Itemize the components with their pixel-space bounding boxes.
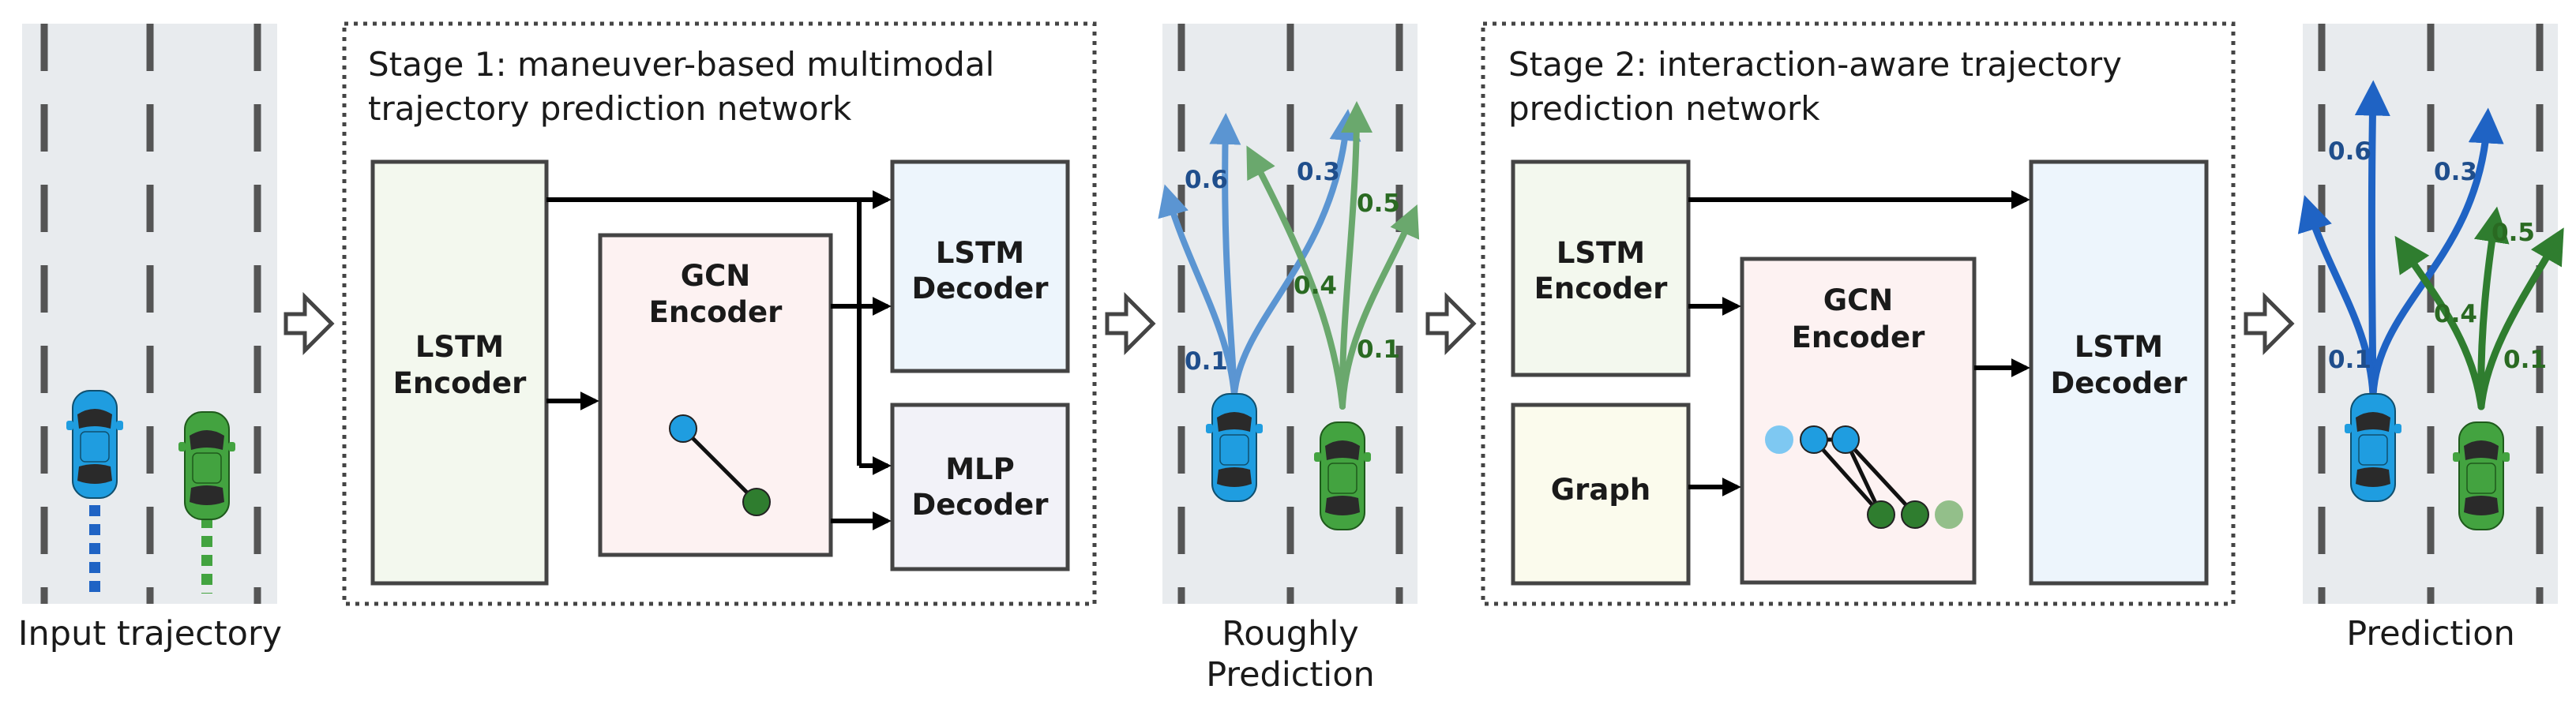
stage1-lstm-decoder-label: Decoder <box>912 272 1050 305</box>
blue-car-icon <box>2344 393 2402 502</box>
stage2-frame <box>1481 21 2236 606</box>
graph-node-green <box>1935 500 1963 529</box>
road-panel-rough: 0.6 0.3 0.1 0.5 0.4 0.1 <box>1158 24 1420 604</box>
prob-label-blue: 0.1 <box>2328 346 2371 374</box>
stage1-lstm-encoder-box <box>370 159 549 586</box>
stage1-mlp-decoder-box <box>890 403 1070 571</box>
stage2-lstm-decoder-box <box>2029 159 2209 586</box>
road-panel-prediction: 0.6 0.3 0.1 0.5 0.4 0.1 <box>2297 24 2564 604</box>
rough-trajectories <box>1158 101 1420 410</box>
stage1-lstm-decoder-box <box>890 159 1070 373</box>
prob-label-blue: 0.3 <box>1297 158 1340 186</box>
prob-label-green: 0.5 <box>1357 189 1400 218</box>
flow-arrow-icon <box>286 297 332 350</box>
stage2-connectors <box>1688 190 2030 496</box>
prob-label-blue: 0.6 <box>1185 166 1228 194</box>
blue-final-trajectory <box>2369 107 2504 399</box>
flow-arrow-icon <box>1428 297 1474 350</box>
prob-label-blue: 0.6 <box>2328 137 2371 166</box>
road-panel-input <box>22 24 277 604</box>
graph-node-blue <box>669 414 697 443</box>
graph-node-green <box>1901 500 1929 529</box>
stage1-title-line1: Stage 1: maneuver-based multimodal <box>368 45 994 84</box>
blue-car-icon <box>66 390 124 499</box>
prob-label-blue: 0.3 <box>2434 158 2477 186</box>
caption-input: Input trajectory <box>18 614 282 654</box>
flow-arrow-icon <box>1107 297 1153 350</box>
stage1-gcn-encoder-label: GCN <box>681 259 751 293</box>
prob-label-green: 0.1 <box>1357 335 1400 364</box>
green-car-icon <box>178 411 236 520</box>
flow-arrow-icon <box>2246 297 2292 350</box>
green-final-trajectory <box>2477 227 2564 410</box>
graph-edge <box>682 427 758 504</box>
stage2-gcn-encoder-label: GCN <box>1823 283 1894 317</box>
stage1-lstm-decoder-label: LSTM <box>936 236 1024 270</box>
stage1-lstm-encoder-label: Encoder <box>393 366 528 400</box>
stage2-gcn-encoder-label: Encoder <box>1792 320 1926 354</box>
stage1-panel: Stage 1: maneuver-based multimodal traje… <box>342 21 1097 606</box>
green-final-trajectory <box>2473 206 2510 410</box>
blue-final-trajectory <box>2297 195 2377 399</box>
graph-node-green <box>742 488 771 516</box>
blue-rough-trajectory <box>1231 109 1361 398</box>
stage2-lstm-decoder-label: LSTM <box>2075 330 2163 364</box>
prob-label-green: 0.1 <box>2503 346 2547 374</box>
caption-rough-line1: Roughly <box>1222 614 1358 654</box>
stage1-mlp-decoder-label: Decoder <box>912 488 1050 522</box>
stage1-lstm-encoder-label: LSTM <box>415 330 504 364</box>
stage1-gcn-encoder-box <box>598 233 833 557</box>
green-rough-trajectory <box>1246 145 1346 410</box>
graph-node-blue <box>1800 425 1828 454</box>
stage2-title-line1: Stage 2: interaction-aware trajectory <box>1508 45 2122 84</box>
stage1-gcn-encoder-label: Encoder <box>649 295 783 329</box>
green-rough-trajectory <box>1339 204 1420 410</box>
stage1-title-line2: trajectory prediction network <box>368 89 852 128</box>
stage2-lstm-encoder-label: Encoder <box>1534 272 1669 305</box>
blue-car-icon <box>1205 393 1264 502</box>
graph-node-green <box>1867 500 1895 529</box>
graph-node-blue <box>1831 425 1860 454</box>
prob-label-green: 0.4 <box>1294 272 1337 300</box>
graph-node-blue <box>1765 425 1793 454</box>
stage2-title-line2: prediction network <box>1508 89 1820 128</box>
stage2-graph-label: Graph <box>1551 473 1650 507</box>
prob-label-green: 0.4 <box>2434 300 2477 328</box>
prob-label-blue: 0.1 <box>1185 347 1228 376</box>
stage1-mlp-decoder-label: MLP <box>945 452 1015 486</box>
stage2-lstm-encoder-label: LSTM <box>1556 236 1645 270</box>
stage1-frame <box>342 21 1097 606</box>
green-car-icon <box>2452 421 2510 530</box>
blue-final-trajectory <box>2354 80 2390 399</box>
stage2-graph-box <box>1511 403 1691 586</box>
final-trajectories <box>2297 80 2564 410</box>
caption-rough-line2: Prediction <box>1206 655 1375 695</box>
prob-label-green: 0.5 <box>2492 219 2535 247</box>
stage2-lstm-encoder-box <box>1511 159 1691 377</box>
stage2-lstm-decoder-label: Decoder <box>2051 366 2188 400</box>
stage1-connectors <box>546 190 892 530</box>
stage2-gcn-encoder-box <box>1740 257 1977 585</box>
green-car-icon <box>1313 421 1372 530</box>
green-final-trajectory <box>2394 235 2485 410</box>
caption-prediction: Prediction <box>2346 614 2515 654</box>
blue-rough-trajectory <box>1158 184 1237 398</box>
stage2-panel: Stage 2: interaction-aware trajectory pr… <box>1481 21 2236 606</box>
green-rough-trajectory <box>1339 101 1372 410</box>
